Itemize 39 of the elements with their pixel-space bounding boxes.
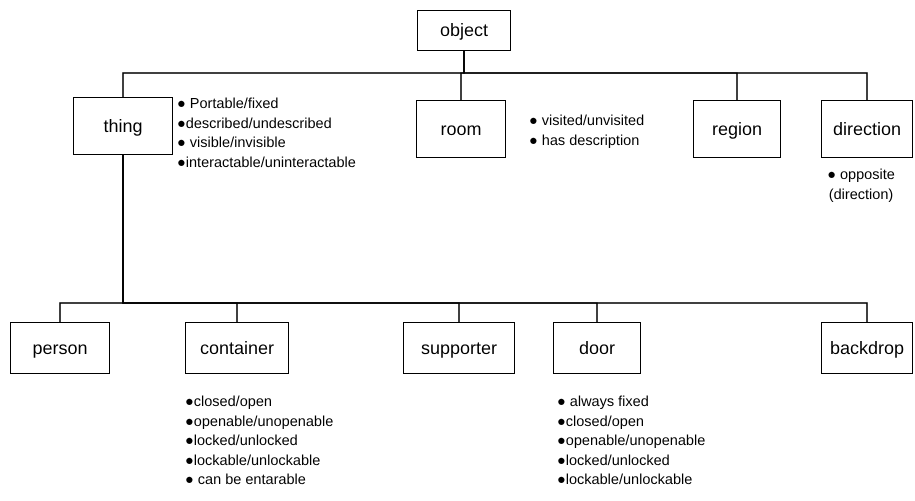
class-box xyxy=(417,10,511,51)
class-name: backdrop xyxy=(830,338,904,358)
class-name: room xyxy=(440,118,482,140)
attribute-text: ●locked/unlocked xyxy=(185,432,299,451)
class-name: container xyxy=(200,338,274,358)
attribute-text: ●lockable/unlockable xyxy=(557,471,694,490)
class-box xyxy=(553,322,641,374)
class-name: supporter xyxy=(420,338,498,358)
class-name: door xyxy=(578,338,616,358)
attribute-text: ● visited/unvisited xyxy=(529,112,644,131)
class-box xyxy=(185,322,289,374)
attribute-text: ●openable/unopenable xyxy=(185,412,334,432)
class-box xyxy=(403,322,515,374)
class-box xyxy=(416,100,506,158)
attribute-text: ●locked/unlocked xyxy=(557,452,671,470)
attribute-text: ● has description xyxy=(529,132,640,150)
class-name: person xyxy=(32,338,88,358)
class-box xyxy=(10,322,110,374)
attribute-text: ● Portable/fixed xyxy=(177,95,280,114)
attribute-text: ● can be entarable xyxy=(185,471,307,490)
attribute-text: ●interactable/uninteractable xyxy=(177,154,356,172)
attribute-text: ●closed/open xyxy=(185,393,273,412)
attribute-text: ●lockable/unlockable xyxy=(185,452,322,470)
connector-line xyxy=(122,155,868,322)
attribute-text: ●described/undescribed xyxy=(177,114,333,134)
class-box xyxy=(693,100,781,158)
class-name: thing xyxy=(103,116,143,136)
class-name: object xyxy=(440,20,488,41)
attribute-text: ● always fixed xyxy=(557,393,650,412)
class-box xyxy=(73,97,173,155)
attribute-text: ● opposite (direction) xyxy=(826,166,896,204)
attribute-text: ●closed/open xyxy=(557,412,645,432)
class-box xyxy=(821,322,913,374)
connector-line xyxy=(463,51,868,100)
class-name: region xyxy=(712,118,762,140)
class-box xyxy=(821,100,913,158)
attribute-text: ●openable/unopenable xyxy=(557,432,706,451)
attribute-text: ● visible/invisible xyxy=(177,134,287,153)
class-name: direction xyxy=(832,118,902,140)
